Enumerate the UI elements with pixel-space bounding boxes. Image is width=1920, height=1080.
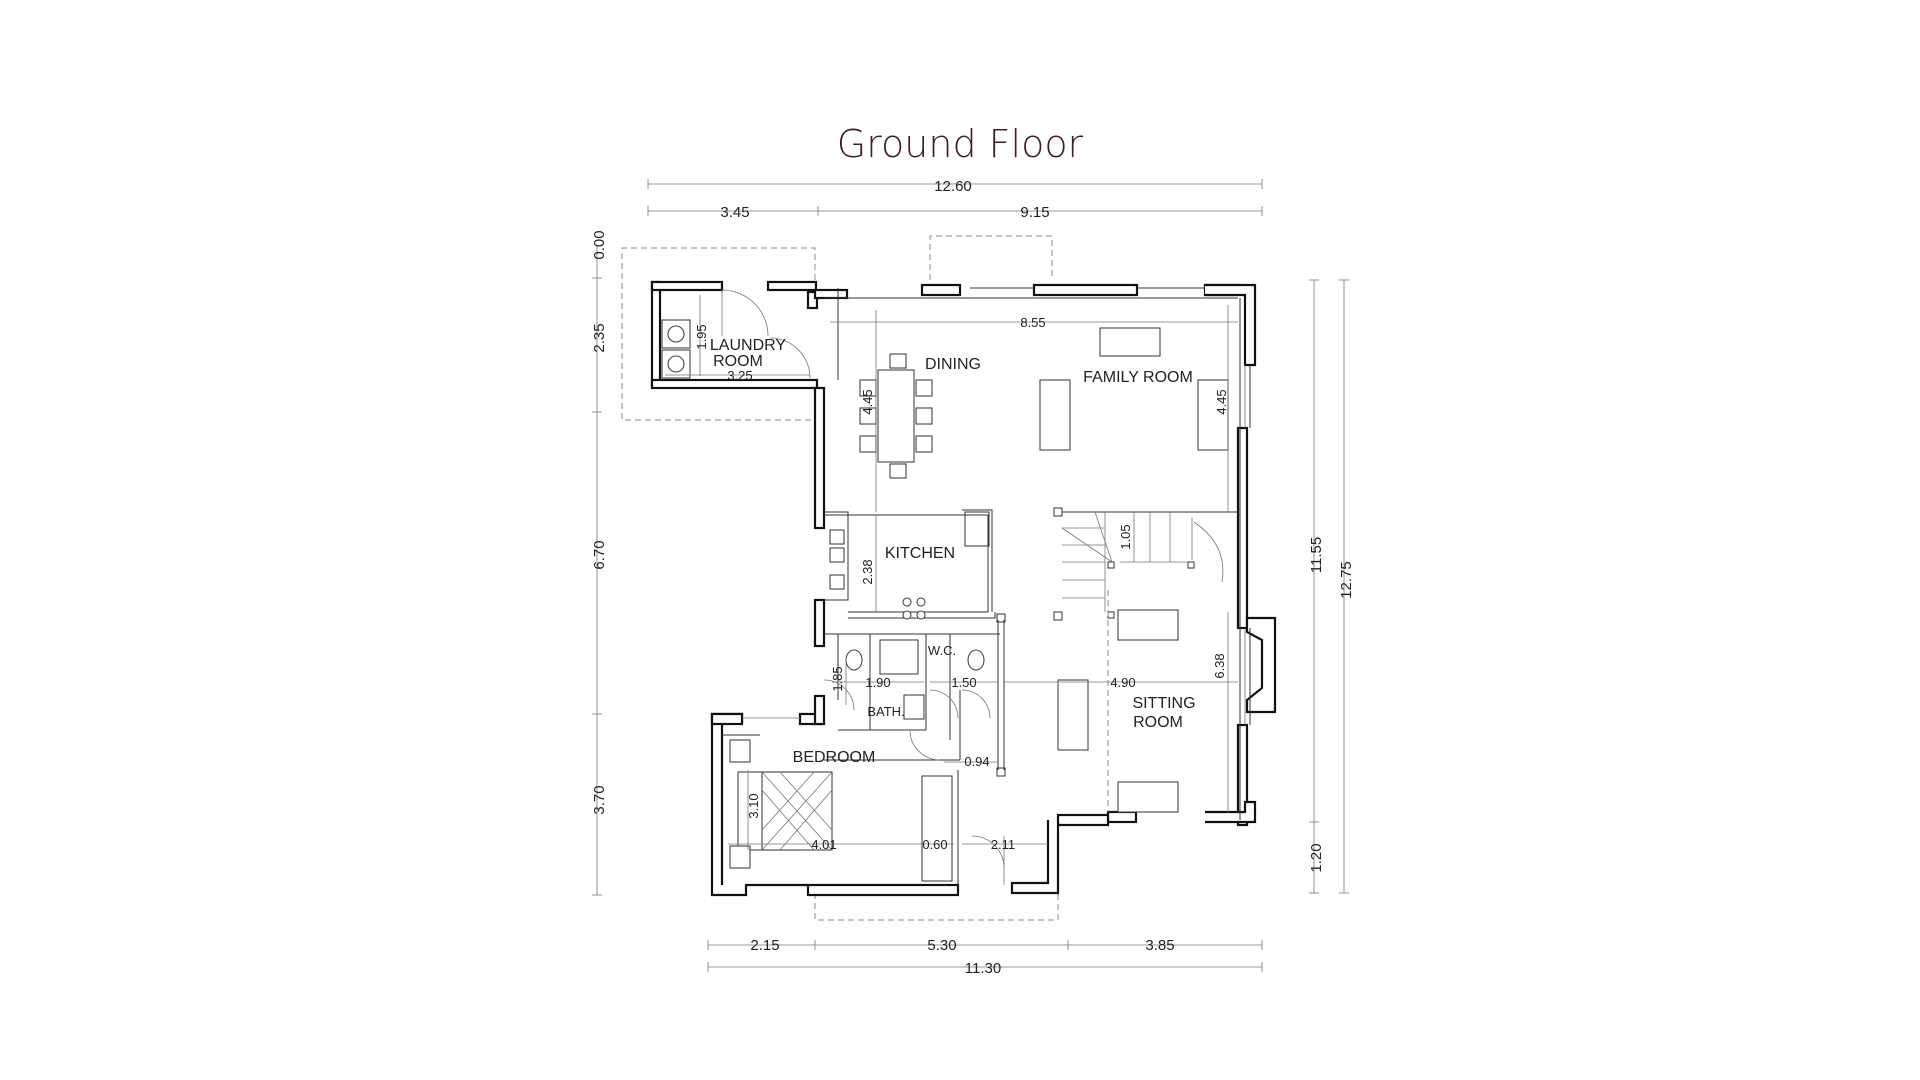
dim-family-h: 4.45	[1214, 389, 1229, 414]
dim-top-left: 3.45	[720, 204, 749, 221]
dim-closet: 0.60	[922, 837, 947, 852]
dim-bottom-left: 2.15	[750, 937, 779, 954]
dim-bottom-total: 11.30	[965, 960, 1001, 977]
dim-bath-h: 1.85	[830, 666, 845, 691]
dim-left-0: 0.00	[591, 230, 608, 259]
dim-hall: 0.94	[964, 754, 989, 769]
dim-stair: 1.05	[1118, 524, 1133, 549]
doors	[721, 289, 1005, 885]
dim-right-3: 1.20	[1308, 843, 1325, 872]
interior-partitions	[722, 287, 1251, 890]
walls	[650, 280, 1277, 897]
label-sitting-1: SITTING	[1132, 695, 1195, 712]
label-bedroom: BEDROOM	[793, 749, 876, 766]
right-dimension-chain	[1309, 279, 1349, 894]
label-laundry-1: LAUNDRY	[710, 337, 787, 354]
label-laundry-2: ROOM	[713, 353, 763, 370]
dim-bath-w: 1.90	[865, 675, 890, 690]
dim-left-2: 6.70	[591, 540, 608, 569]
dim-bedroom-h: 3.10	[746, 793, 761, 818]
dim-laundry-h: 1.95	[694, 324, 709, 349]
dim-right-1: 11.55	[1308, 537, 1325, 573]
label-wc: W.C.	[928, 643, 956, 658]
label-sitting-2: ROOM	[1133, 714, 1183, 731]
top-dimension-chain	[647, 179, 1263, 216]
dim-left-1: 2.35	[591, 323, 608, 352]
dim-bottom-right: 3.85	[1145, 937, 1174, 954]
dim-sitting-w: 4.90	[1110, 675, 1135, 690]
label-kitchen: KITCHEN	[885, 545, 955, 562]
label-dining: DINING	[925, 356, 981, 373]
dim-bottom-middle: 5.30	[927, 937, 956, 954]
dim-laundry-w: 3.25	[727, 368, 752, 383]
plan-title: Ground Floor	[837, 122, 1084, 166]
label-family-room: FAMILY ROOM	[1083, 369, 1193, 386]
furniture	[661, 319, 1246, 869]
dim-left-3: 3.70	[591, 785, 608, 814]
dim-sitting-h: 6.38	[1212, 653, 1227, 678]
left-dimension-chain	[592, 245, 602, 896]
dim-top-right: 9.15	[1020, 204, 1049, 221]
interior-dimension-lines	[665, 295, 1238, 850]
dim-top-total: 12.60	[934, 178, 972, 195]
dim-bedroom-w: 4.01	[811, 837, 836, 852]
dim-wc-w: 1.50	[951, 675, 976, 690]
bottom-dimension-chain	[707, 940, 1263, 972]
dim-family-w: 8.55	[1020, 315, 1045, 330]
dim-entry: 2.11	[991, 837, 1015, 852]
dim-dining-h: 4.45	[860, 389, 875, 414]
dim-kitchen-h: 2.38	[860, 559, 875, 584]
dim-right-2: 12.75	[1338, 561, 1355, 599]
label-bath: BATH.	[867, 704, 904, 719]
